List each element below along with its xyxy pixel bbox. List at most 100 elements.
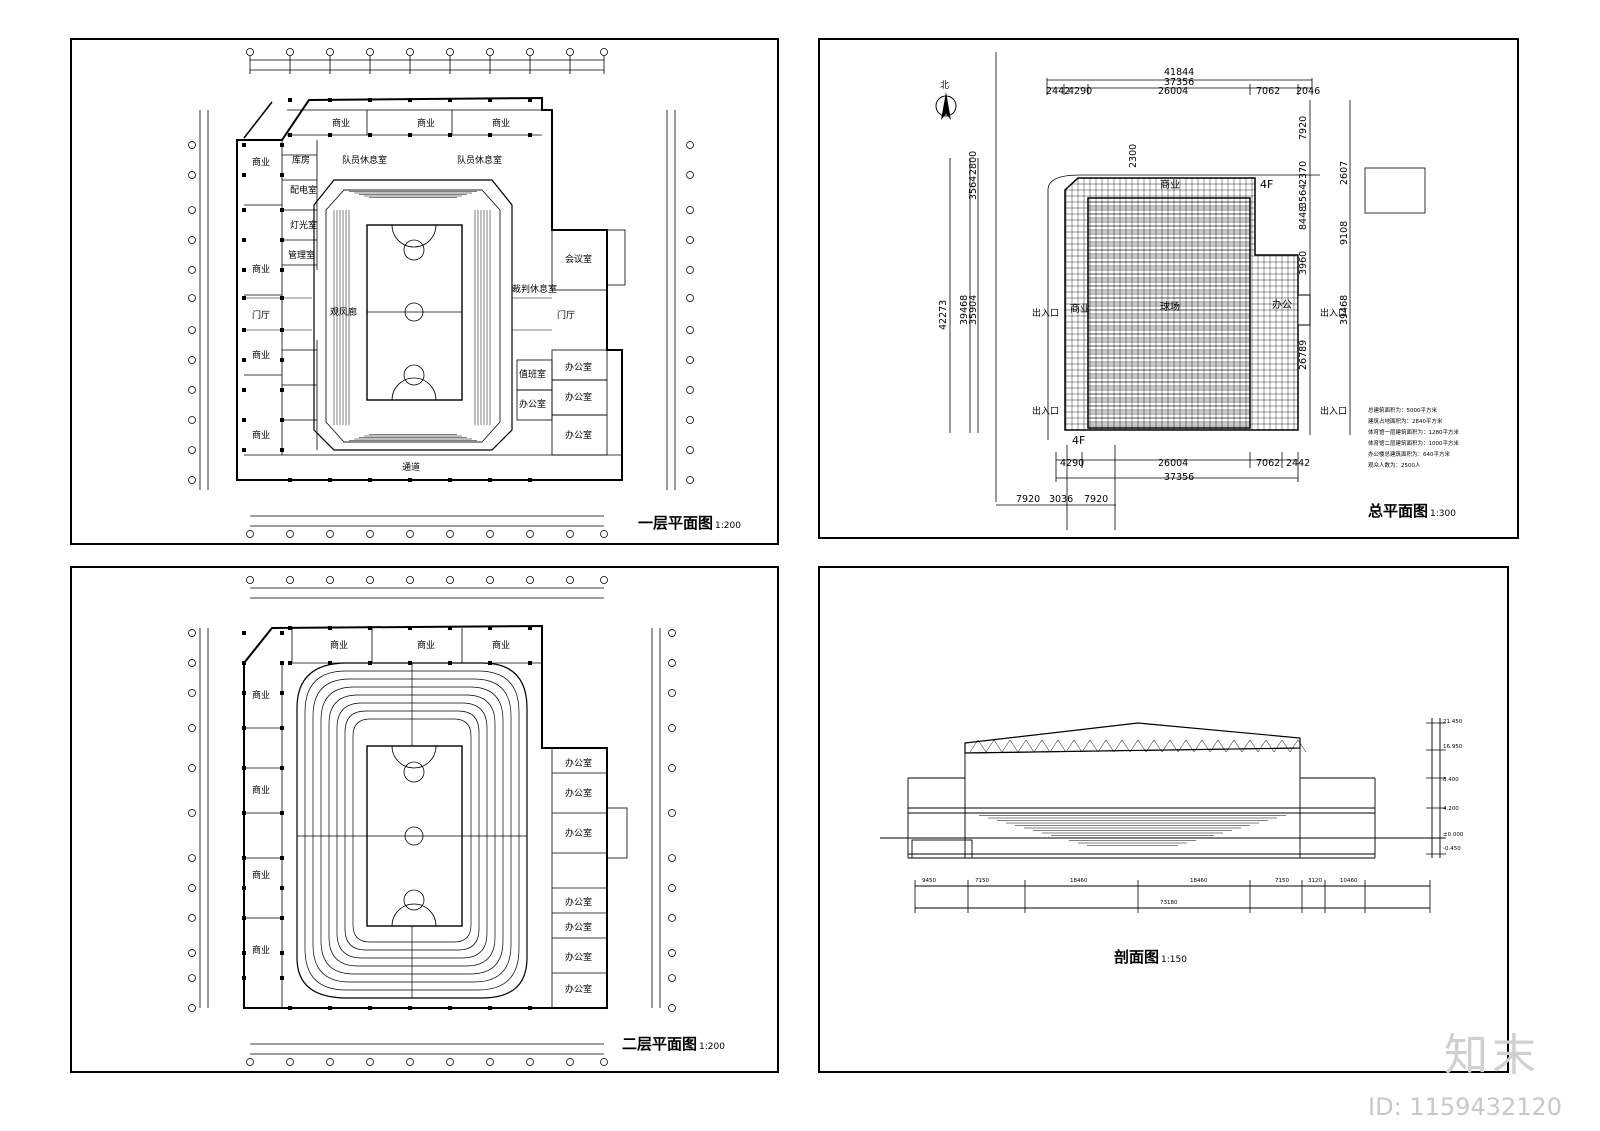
axis-bubble [188,1004,196,1012]
site-rdim-3960: 3960 [1298,251,1309,275]
axis-bubble [188,724,196,732]
section-dim-3: 18460 [1070,878,1088,884]
site-exit-1: 出入口 [1032,307,1059,319]
column [280,726,284,730]
truss-member [1145,739,1155,753]
f1-room-dist: 配电室 [290,184,317,196]
column [408,478,412,482]
f1-room-office-1: 办公室 [519,398,546,410]
column [242,448,246,452]
column [242,886,246,890]
axis-bubble [686,236,694,244]
f2-room-office-4: 办公室 [565,896,592,908]
site-bdim-26004: 26004 [1158,458,1188,469]
truss-member [985,739,995,753]
seating-ring [328,694,496,967]
floor2-scale: 1:200 [699,1042,725,1052]
section-dim-5: 7150 [1275,878,1289,884]
axis-bubble [686,416,694,424]
axis-bubble [600,530,608,538]
site-label-commerce-left: 商业 [1070,302,1090,315]
site-note-6: 观众人数为：2500人 [1368,461,1421,469]
f1-room-lobby-right: 门厅 [557,309,575,321]
site-rdim-26789: 26789 [1298,340,1309,370]
sheet-floor2: 商业 商业 商业 商业 商业 商业 商业 办公室 办公室 办公室 办公室 办公室… [70,566,779,1073]
truss-member [1177,739,1187,753]
column [488,98,492,102]
seating-ring [352,718,472,943]
section-drawing: 9450 7150 18460 18460 7150 3120 10460 73… [880,718,1464,913]
site-ldim-39468: 39468 [959,295,970,325]
column [528,1006,532,1010]
truss-member [1273,739,1283,753]
column [242,238,246,242]
section-dim-4: 18460 [1190,878,1208,884]
watermark-id: ID: 1159432120 [1368,1093,1562,1121]
column [280,238,284,242]
column [448,133,452,137]
axis-bubble [668,724,676,732]
column [242,388,246,392]
truss-member [993,739,1003,753]
truss-member [1201,739,1211,753]
axis-bubble [188,171,196,179]
f2-room-office-1: 办公室 [565,757,592,769]
truss-member [1065,739,1075,753]
site-rdim-2300: 2300 [1128,144,1139,168]
site-label-office: 办公 [1272,298,1292,311]
axis-bubble [406,530,414,538]
site-ldim-42273: 42273 [938,300,949,330]
axis-bubble [686,266,694,274]
section-dim-1: 9450 [922,878,936,884]
truss-member [1081,739,1091,753]
f1-room-office-4: 办公室 [565,429,592,441]
column [280,856,284,860]
column [242,691,246,695]
axis-bubble [686,141,694,149]
section-dim-7: 10460 [1340,878,1358,884]
column [242,766,246,770]
axis-bubble [188,446,196,454]
axis-bubble [686,171,694,179]
f1-room-lamp: 灯光室 [290,219,317,231]
column [288,133,292,137]
f1-room-meeting: 会议室 [565,253,592,265]
f2-room-commerce-7: 商业 [252,944,270,956]
axis-bubble [600,576,608,584]
site-label-court: 球场 [1160,300,1180,313]
f1-room-hall: 观风廊 [330,306,357,318]
axis-bubble [668,884,676,892]
axis-bubble [366,1058,374,1066]
truss-member [1257,739,1267,753]
axis-bubble [366,530,374,538]
column [280,388,284,392]
column [280,173,284,177]
axis-bubble [526,1058,534,1066]
column [448,661,452,665]
column [288,626,292,630]
f1-room-team-2: 队员休息室 [457,154,502,166]
column [280,358,284,362]
section-level-4: 4.200 [1443,806,1459,812]
site-ldim-2800: 2800 [968,151,979,175]
site-note-3: 体育馆一层建筑面积为：1280平方米 [1368,428,1459,436]
axis-bubble [246,48,254,56]
axis-bubble [668,659,676,667]
axis-bubble [246,530,254,538]
section-level-2: 16.950 [1443,744,1463,750]
axis-bubble [566,530,574,538]
f1-room-lobby-left: 门厅 [252,309,270,321]
site-road-7920-b: 7920 [1084,494,1108,505]
f2-room-office-7: 办公室 [565,983,592,995]
axis-bubble [686,294,694,302]
axis-bubble [566,1058,574,1066]
column [328,661,332,665]
f2-room-commerce-5: 商业 [252,784,270,796]
column [328,1006,332,1010]
truss-member [1297,739,1307,753]
truss-member [1249,739,1259,753]
axis-bubble [188,974,196,982]
truss-member [1017,739,1027,753]
column [242,418,246,422]
